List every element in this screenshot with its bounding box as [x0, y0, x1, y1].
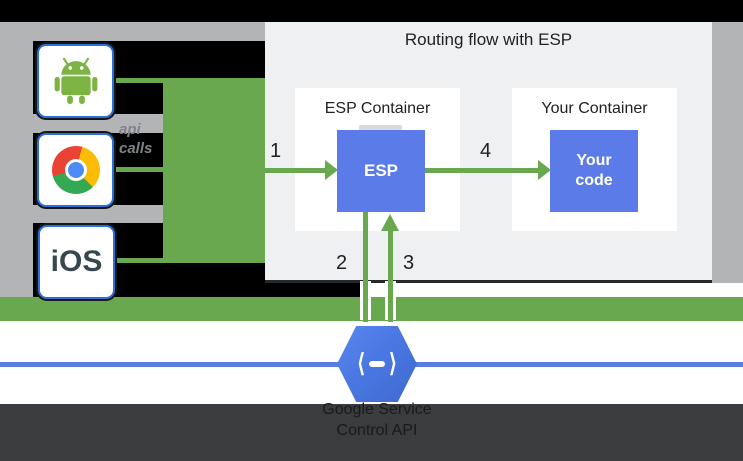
step-3-label: 3: [403, 252, 415, 274]
esp-container-title: ESP Container: [324, 100, 431, 117]
arrow-3-line: [388, 230, 393, 322]
ios-label: iOS: [50, 245, 103, 278]
step-4-label: 4: [480, 140, 492, 162]
service-control-caption-line2: Control API: [336, 422, 418, 439]
arrow-4-head: [538, 160, 551, 180]
right-angle-bracket-glyph: ⟩: [389, 350, 397, 378]
arrow-3-head: [381, 214, 399, 231]
dash-glyph: [369, 361, 385, 367]
gray-band-between-android-chrome: [0, 114, 163, 133]
green-horizontal-bar: [0, 297, 743, 321]
green-merge-block: [163, 78, 265, 263]
panel-title: Routing flow with ESP: [404, 30, 573, 49]
gray-band-top: [0, 22, 265, 41]
gray-band-left: [0, 22, 33, 297]
chrome-connector-line: [108, 167, 164, 172]
chrome-client-box: [37, 133, 114, 207]
step-1-label: 1: [270, 140, 282, 162]
cloud-endpoints-hexagon-icon: ⟨ ⟩: [337, 326, 417, 402]
service-control-caption-line1: Google Service: [322, 401, 432, 418]
api-calls-line1: api: [119, 121, 141, 138]
arrow-1-shaft: [261, 168, 325, 173]
esp-box-tab: [359, 125, 402, 132]
gray-band-between-chrome-ios: [0, 205, 163, 223]
gray-band-right: [712, 22, 743, 283]
android-icon: [54, 57, 97, 104]
service-control-caption: Google Service Control API: [297, 399, 457, 441]
step-2-label: 2: [336, 252, 348, 274]
android-client-box: [37, 44, 114, 118]
esp-box: ESP: [337, 130, 425, 212]
api-calls-line2: calls: [119, 140, 153, 157]
api-calls-label: api calls: [119, 120, 199, 158]
your-code-line2: code: [575, 172, 613, 189]
your-code-box: Your code: [550, 130, 638, 212]
white-gap-below-panel: [367, 283, 743, 297]
esp-box-label: ESP: [363, 161, 399, 180]
chrome-icon: [51, 146, 100, 194]
android-connector-line: [108, 78, 164, 83]
ios-client-box: iOS: [38, 225, 115, 299]
your-code-line1: Your: [576, 152, 612, 169]
left-angle-bracket-glyph: ⟨: [357, 350, 365, 378]
bottom-dark-bar: [0, 404, 743, 461]
ios-connector-line: [108, 258, 164, 263]
arrow-2-line: [363, 212, 368, 322]
arrow-1-head: [325, 160, 338, 180]
your-container-title: Your Container: [541, 100, 648, 117]
chrome-icon-blue-center: [67, 162, 84, 178]
routing-flow-panel: Routing flow with ESP ESP Container Your…: [261, 22, 712, 322]
arrow-4-shaft: [425, 168, 538, 173]
